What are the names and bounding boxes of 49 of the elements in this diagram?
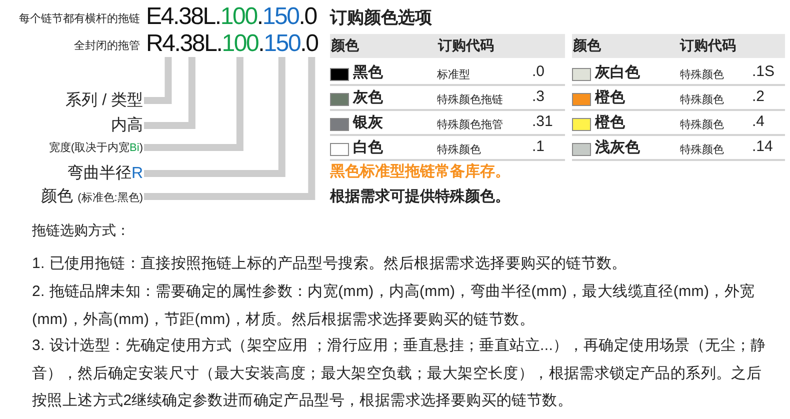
color-description: 特殊颜色 [680, 118, 724, 132]
order-code: .2 [752, 88, 765, 105]
color-description: 特殊颜色拖管 [437, 118, 503, 132]
parameter-label: 宽度(取决于内宽Bi) [48, 140, 143, 155]
column-header: 订购代码 [438, 37, 494, 55]
column-header: 颜色 [573, 37, 601, 55]
order-code: .1S [752, 63, 775, 80]
parameter-label: 颜色 (标准色:黑色) [41, 186, 143, 207]
order-code: .31 [532, 113, 553, 130]
color-description: 特殊颜色 [680, 68, 724, 82]
color-name: 浅灰色 [595, 138, 640, 157]
model-description: 每个链节都有横杆的拖链 [19, 12, 140, 26]
parameter-label: 内高 [111, 115, 143, 136]
stock-note: 黑色标准型拖链常备库存。 [330, 162, 510, 181]
model-code: E4.38L.100.150.0 [146, 4, 316, 30]
model-code: R4.38L.100.150.0 [146, 31, 318, 57]
parameter-label: 系列 / 类型 [66, 90, 143, 111]
color-description: 特殊颜色 [680, 142, 724, 157]
leader-line [144, 57, 196, 129]
column-header: 订购代码 [680, 37, 736, 55]
color-name: 橙色 [595, 88, 625, 107]
column-header: 颜色 [331, 37, 359, 55]
order-code: .4 [752, 113, 765, 130]
leader-line [144, 57, 172, 104]
color-name: 银灰 [353, 113, 383, 132]
order-code: .14 [752, 138, 773, 155]
leader-line [144, 57, 316, 200]
color-name: 灰白色 [595, 63, 640, 82]
instruction-item: 2. 拖链品牌未知：需要确定的属性参数：内宽(mm)，内高(mm)，弯曲半径(mm)，最大线缆直径(mm)，外宽(mm)，外高(mm)，节距(mm)，材质。然后根据需求选择要购买的链节数。 [32, 282, 756, 330]
color-name: 灰色 [353, 88, 383, 107]
instruction-item: 1. 已使用拖链：直接按照拖链上标的产品型号搜索。然后根据需求选择要购买的链节数。 [32, 254, 628, 274]
order-code: .1 [532, 138, 545, 155]
color-name: 橙色 [595, 113, 625, 132]
model-description: 全封闭的拖管 [74, 39, 140, 53]
section-heading: 拖链选购方式： [32, 222, 130, 240]
instruction-item: 3. 设计选型：先确定使用方式（架空应用 ；滑行应用；垂直悬挂；垂直站立...），再确定使用场景（无尘；静音），然后确定安装尺寸（最大安装高度；最大架空负载；最大架空长度），根据需求锁定产品的系列。之后按照上述方式2继续确定参数进而确定产品型号，根据需求选择要购买的链节数。 [32, 336, 767, 411]
color-name: 白色 [353, 138, 383, 157]
parameter-label: 弯曲半径R [67, 163, 143, 184]
order-code: .3 [532, 88, 545, 105]
color-description: 标准型 [437, 68, 470, 82]
note: 根据需求可提供特殊颜色。 [330, 187, 510, 206]
color-name: 黑色 [353, 63, 383, 82]
color-description: 特殊颜色拖链 [437, 92, 503, 107]
table-title: 订购颜色选项 [330, 7, 432, 29]
color-description: 特殊颜色 [437, 142, 481, 157]
color-description: 特殊颜色 [680, 92, 724, 107]
leader-line [144, 57, 244, 151]
leader-line [144, 57, 286, 177]
order-code: .0 [532, 63, 545, 80]
